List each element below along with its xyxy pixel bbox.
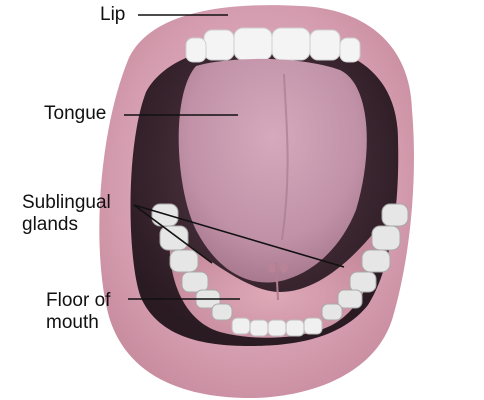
label-floor-of-mouth: Floor of mouth	[46, 290, 111, 333]
lower-teeth-left	[151, 203, 233, 321]
lingual-frenulum	[275, 261, 279, 301]
tongue-median-groove	[281, 73, 289, 241]
sublingual-caruncle-left	[268, 263, 276, 273]
leader-sublingual-right	[133, 204, 345, 268]
lower-incisors	[231, 317, 323, 337]
leader-lines	[124, 14, 345, 300]
leader-sublingual-left	[133, 204, 213, 264]
lower-teeth-right	[321, 203, 409, 321]
sublingual-caruncle-right	[280, 263, 288, 273]
label-sublingual-glands: Sublingual glands	[22, 192, 111, 235]
label-lip: Lip	[100, 4, 126, 25]
label-tongue: Tongue	[44, 103, 107, 124]
upper-teeth	[185, 27, 361, 63]
